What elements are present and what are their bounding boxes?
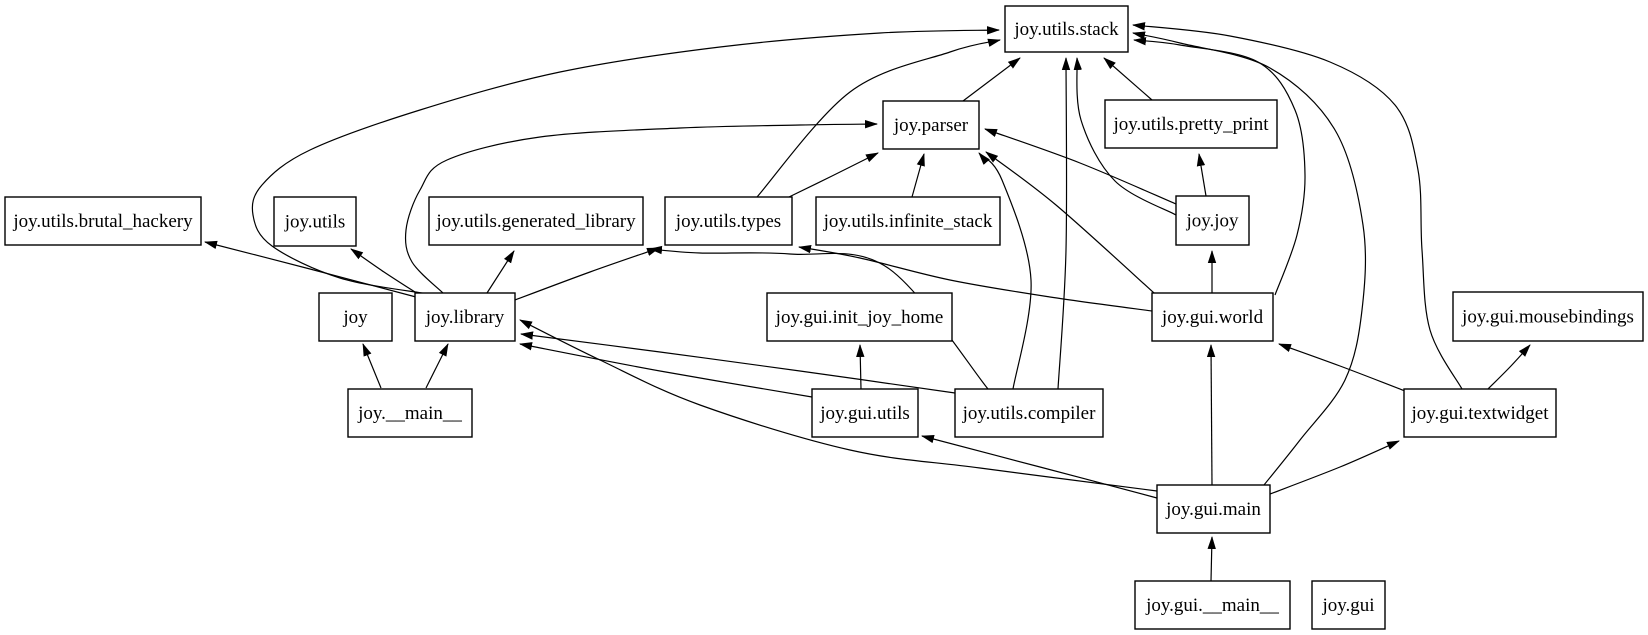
edge-world-to-stack xyxy=(1133,37,1306,296)
edge-pretty_print-to-stack xyxy=(1103,57,1153,101)
node-label-generated_library: joy.utils.generated_library xyxy=(435,211,636,232)
edge-library-to-utils xyxy=(350,248,419,295)
graph-node-mousebindings: joy.gui.mousebindings xyxy=(1452,291,1644,342)
node-label-gui_main_module: joy.gui.__main__ xyxy=(1145,595,1279,616)
graph-node-joy_joy: joy.joy xyxy=(1175,195,1250,246)
edge-main_module-to-library xyxy=(425,343,449,389)
graph-node-pretty_print: joy.utils.pretty_print xyxy=(1104,99,1278,149)
node-box-gui xyxy=(1311,580,1386,630)
graph-node-parser: joy.parser xyxy=(882,100,980,150)
edge-library-to-brutal_hackery xyxy=(204,240,417,298)
node-box-types xyxy=(664,196,793,246)
edge-gui_main_module-to-gui_main xyxy=(1207,536,1216,582)
node-box-joy xyxy=(318,292,393,342)
graph-node-gui_utils: joy.gui.utils xyxy=(811,388,919,438)
node-label-init_joy_home: joy.gui.init_joy_home xyxy=(775,307,944,328)
edge-library-to-stack xyxy=(251,26,1000,295)
edge-library-to-generated_library xyxy=(486,250,515,294)
graph-node-stack: joy.utils.stack xyxy=(1004,5,1129,53)
edge-joy_joy-to-pretty_print xyxy=(1196,153,1207,197)
edge-compiler-to-stack xyxy=(1057,57,1071,390)
node-label-library: joy.library xyxy=(425,307,505,328)
node-label-joy: joy xyxy=(342,307,368,328)
node-label-pretty_print: joy.utils.pretty_print xyxy=(1113,114,1270,135)
edge-gui_main-to-textwidget xyxy=(1269,440,1400,495)
node-box-brutal_hackery xyxy=(4,196,202,246)
graph-node-compiler: joy.utils.compiler xyxy=(954,388,1104,438)
node-box-gui_main xyxy=(1156,484,1271,534)
edge-library-to-types xyxy=(514,247,660,301)
edge-world-to-types xyxy=(798,244,1153,312)
node-label-mousebindings: joy.gui.mousebindings xyxy=(1461,307,1634,328)
graph-node-joy: joy xyxy=(318,292,393,342)
node-label-main_module: joy.__main__ xyxy=(357,403,462,424)
edge-joy_joy-to-stack xyxy=(1073,57,1177,216)
node-box-pretty_print xyxy=(1104,99,1278,149)
graph-node-types: joy.utils.types xyxy=(664,196,793,246)
edge-types-to-parser xyxy=(788,152,879,198)
node-box-main_module xyxy=(347,388,473,438)
graph-node-gui: joy.gui xyxy=(1311,580,1386,630)
node-box-utils xyxy=(273,196,357,247)
node-label-textwidget: joy.gui.textwidget xyxy=(1410,403,1549,424)
node-box-mousebindings xyxy=(1452,291,1644,342)
edge-textwidget-to-mousebindings xyxy=(1487,344,1531,390)
nodes-layer: joy.utils.stack joy.parser joy.utils.prett… xyxy=(4,5,1644,630)
graph-node-library: joy.library xyxy=(414,292,516,342)
node-box-textwidget xyxy=(1403,388,1557,438)
edge-infinite_stack-to-parser xyxy=(911,153,925,198)
node-box-world xyxy=(1151,292,1274,342)
edge-compiler-to-parser xyxy=(978,152,1032,390)
edge-joy_joy-to-parser xyxy=(984,128,1177,205)
node-box-joy_joy xyxy=(1175,195,1250,246)
edge-textwidget-to-world xyxy=(1278,343,1406,392)
node-label-stack: joy.utils.stack xyxy=(1013,19,1119,40)
node-label-infinite_stack: joy.utils.infinite_stack xyxy=(823,211,993,232)
edge-gui_main-to-library xyxy=(519,319,1158,492)
node-box-infinite_stack xyxy=(815,196,1001,246)
node-label-parser: joy.parser xyxy=(893,115,969,136)
node-label-world: joy.gui.world xyxy=(1161,307,1264,328)
edge-compiler-to-library xyxy=(520,331,956,394)
node-box-parser xyxy=(882,100,980,150)
node-box-stack xyxy=(1004,5,1129,53)
node-box-gui_utils xyxy=(811,388,919,438)
edge-gui_main-to-world xyxy=(1206,344,1216,486)
node-box-generated_library xyxy=(428,196,644,246)
graph-node-textwidget: joy.gui.textwidget xyxy=(1403,388,1557,438)
graph-node-gui_main_module: joy.gui.__main__ xyxy=(1134,580,1291,630)
edge-world-to-parser xyxy=(985,151,1155,294)
edge-gui_main-to-stack xyxy=(1132,31,1367,486)
node-label-compiler: joy.utils.compiler xyxy=(962,403,1096,424)
edge-textwidget-to-stack xyxy=(1132,22,1463,390)
graph-node-infinite_stack: joy.utils.infinite_stack xyxy=(815,196,1001,246)
edge-library-to-parser xyxy=(404,119,878,294)
graph-node-main_module: joy.__main__ xyxy=(347,388,473,438)
edge-types-to-stack xyxy=(756,38,1001,198)
node-label-gui: joy.gui xyxy=(1321,595,1374,616)
node-box-library xyxy=(414,292,516,342)
graph-node-generated_library: joy.utils.generated_library xyxy=(428,196,644,246)
node-label-brutal_hackery: joy.utils.brutal_hackery xyxy=(12,211,193,232)
edge-parser-to-stack xyxy=(962,57,1021,102)
edge-gui_main-to-gui_utils xyxy=(921,435,1158,499)
node-box-init_joy_home xyxy=(766,292,953,342)
edge-main_module-to-joy xyxy=(362,343,382,389)
node-label-types: joy.utils.types xyxy=(675,211,781,232)
graph-node-gui_main: joy.gui.main xyxy=(1156,484,1271,534)
graph-node-utils: joy.utils xyxy=(273,196,357,247)
node-label-gui_utils: joy.gui.utils xyxy=(819,403,910,424)
edge-gui_utils-to-library xyxy=(519,342,813,398)
node-label-utils: joy.utils xyxy=(284,212,346,233)
node-label-gui_main: joy.gui.main xyxy=(1165,499,1261,520)
node-label-joy_joy: joy.joy xyxy=(1185,211,1239,232)
edge-gui_utils-to-init_joy_home xyxy=(856,344,865,390)
graph-node-brutal_hackery: joy.utils.brutal_hackery xyxy=(4,196,202,246)
node-box-compiler xyxy=(954,388,1104,438)
graph-node-world: joy.gui.world xyxy=(1151,292,1274,342)
edges-layer xyxy=(204,22,1531,582)
node-box-gui_main_module xyxy=(1134,580,1291,630)
graph-node-init_joy_home: joy.gui.init_joy_home xyxy=(766,292,953,342)
